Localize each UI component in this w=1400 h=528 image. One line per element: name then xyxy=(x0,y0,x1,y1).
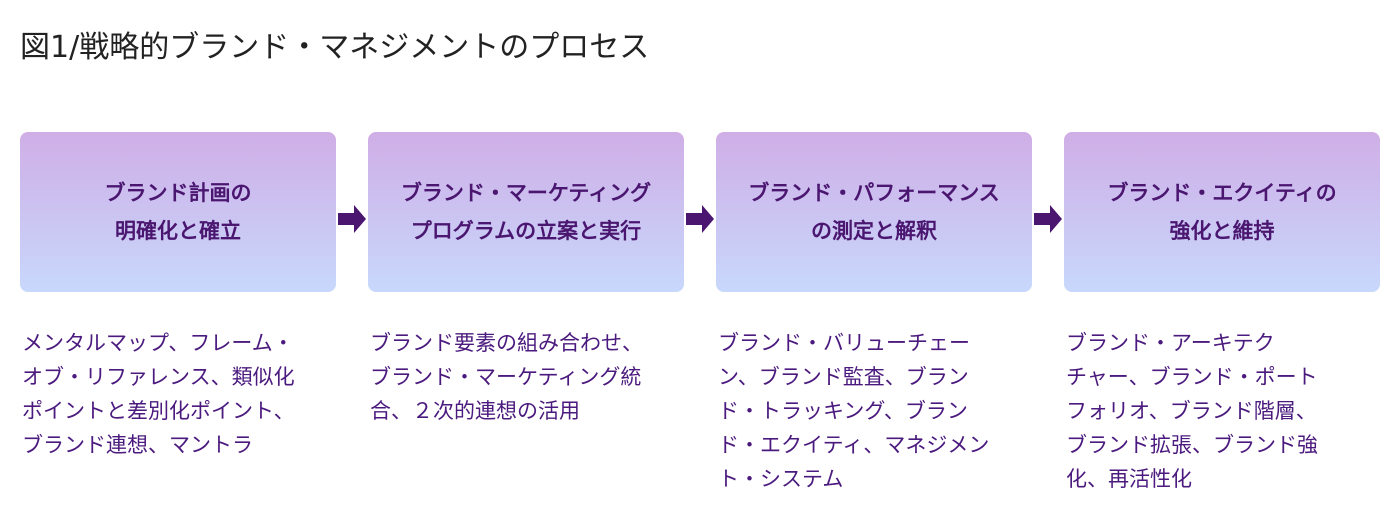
step-box-4: ブランド・エクイティの 強化と維持 xyxy=(1064,132,1380,292)
arrow-right-icon xyxy=(338,205,366,233)
arrow-right-icon xyxy=(1034,205,1062,233)
step-label: ブランド・パフォーマンス の測定と解釈 xyxy=(748,181,1000,243)
step-label: ブランド計画の 明確化と確立 xyxy=(104,181,252,243)
step-label: ブランド・マーケティング プログラムの立案と実行 xyxy=(400,181,652,243)
step-description-4: ブランド・アーキテク チャー、ブランド・ポート フォリオ、ブランド階層、 ブラン… xyxy=(1066,331,1318,491)
step-description-1: メンタルマップ、フレーム・ オブ・リファレンス、類似化 ポイントと差別化ポイント… xyxy=(22,331,295,457)
figure-title: 図1/戦略的ブランド・マネジメントのプロセス xyxy=(20,30,650,65)
step-label: ブランド・エクイティの 強化と維持 xyxy=(1107,181,1337,243)
step-box-3: ブランド・パフォーマンス の測定と解釈 xyxy=(716,132,1032,292)
step-description-3: ブランド・バリューチェー ン、ブランド監査、ブラン ド・トラッキング、ブラン ド… xyxy=(718,331,990,491)
step-box-2: ブランド・マーケティング プログラムの立案と実行 xyxy=(368,132,684,292)
arrow-right-icon xyxy=(686,205,714,233)
step-box-1: ブランド計画の 明確化と確立 xyxy=(20,132,336,292)
step-description-2: ブランド要素の組み合わせ、 ブランド・マーケティング統 合、２次的連想の活用 xyxy=(370,331,643,423)
